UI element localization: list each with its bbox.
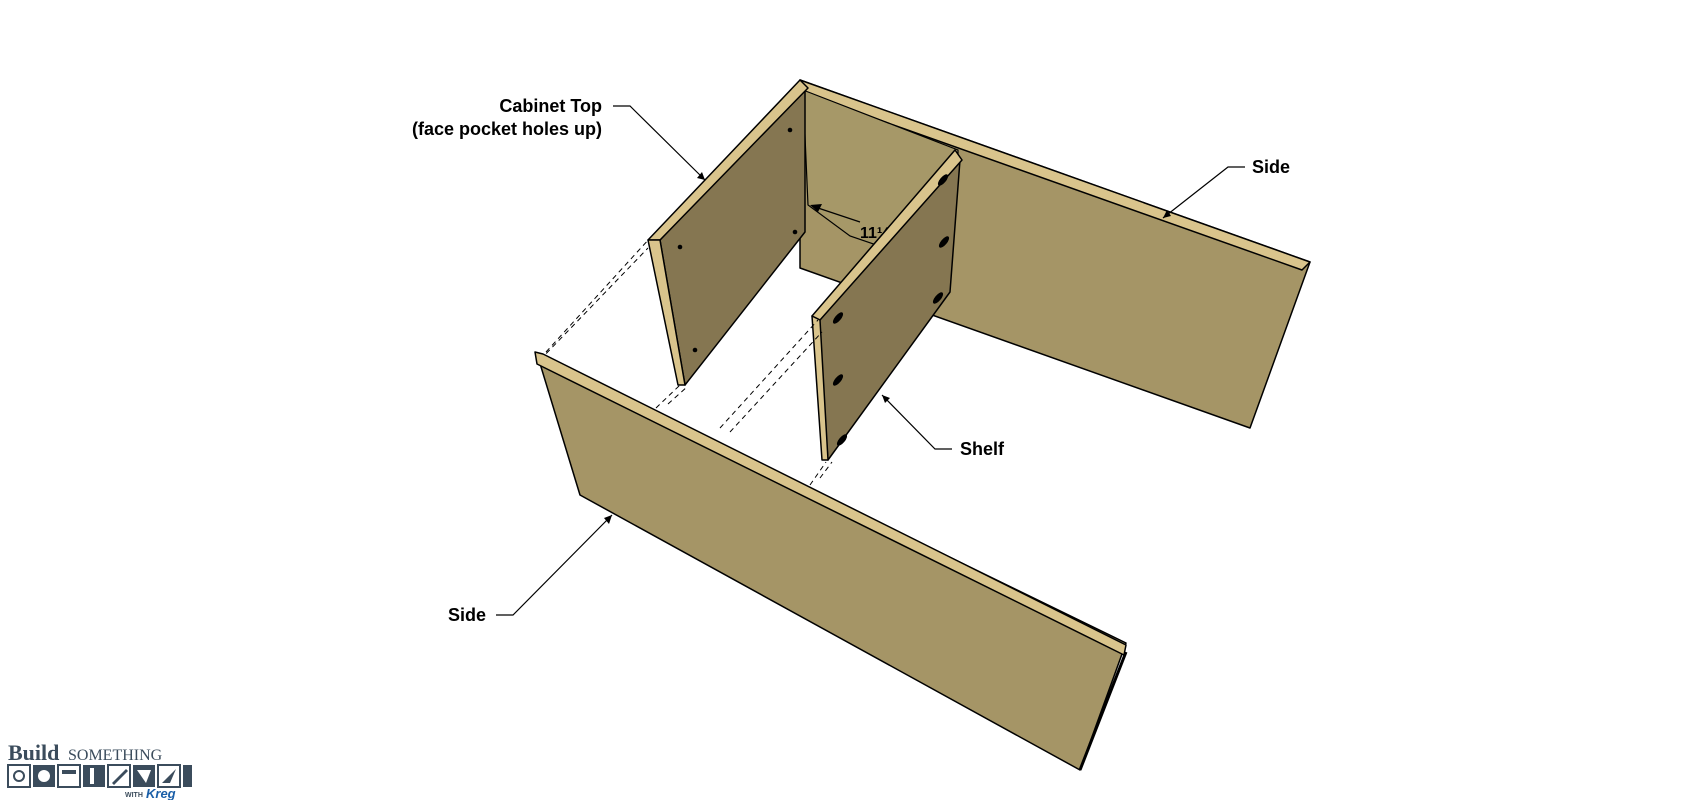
pocket-hole: [692, 347, 698, 353]
cabinet-top-label-line2: (face pocket holes up): [412, 119, 602, 139]
shelf-label: Shelf: [960, 439, 1005, 459]
shelf-panel: [811, 149, 963, 461]
label-side-left: Side: [448, 514, 613, 625]
side-left-label: Side: [448, 605, 486, 625]
logo-something-text: SOMETHING: [68, 747, 163, 764]
logo-build-text: Build: [8, 740, 59, 765]
cabinet-top-label-line1: Cabinet Top: [499, 96, 602, 116]
pocket-hole: [836, 434, 848, 446]
logo-tool-icons: [7, 764, 192, 788]
side-panel-front: [534, 351, 1128, 771]
pocket-hole: [787, 127, 793, 133]
pocket-hole: [937, 174, 949, 186]
assembly-guide-lines: [539, 237, 833, 486]
pocket-hole: [932, 292, 944, 304]
pocket-hole: [832, 312, 844, 324]
side-right-label: Side: [1252, 157, 1290, 177]
cabinet-top-panel: [647, 79, 809, 386]
label-shelf: Shelf: [881, 394, 1005, 459]
label-cabinet-top: Cabinet Top (face pocket holes up): [412, 96, 706, 181]
pocket-hole: [792, 229, 798, 235]
pocket-hole: [677, 244, 683, 250]
label-side-right: Side: [1162, 157, 1290, 219]
logo-with-text: WITH: [125, 792, 143, 799]
pocket-hole: [938, 236, 950, 248]
logo-kreg-text: Kreg: [146, 786, 176, 800]
pocket-hole: [832, 374, 844, 386]
build-something-logo: Build SOMETHING WITH Kreg: [7, 740, 192, 800]
